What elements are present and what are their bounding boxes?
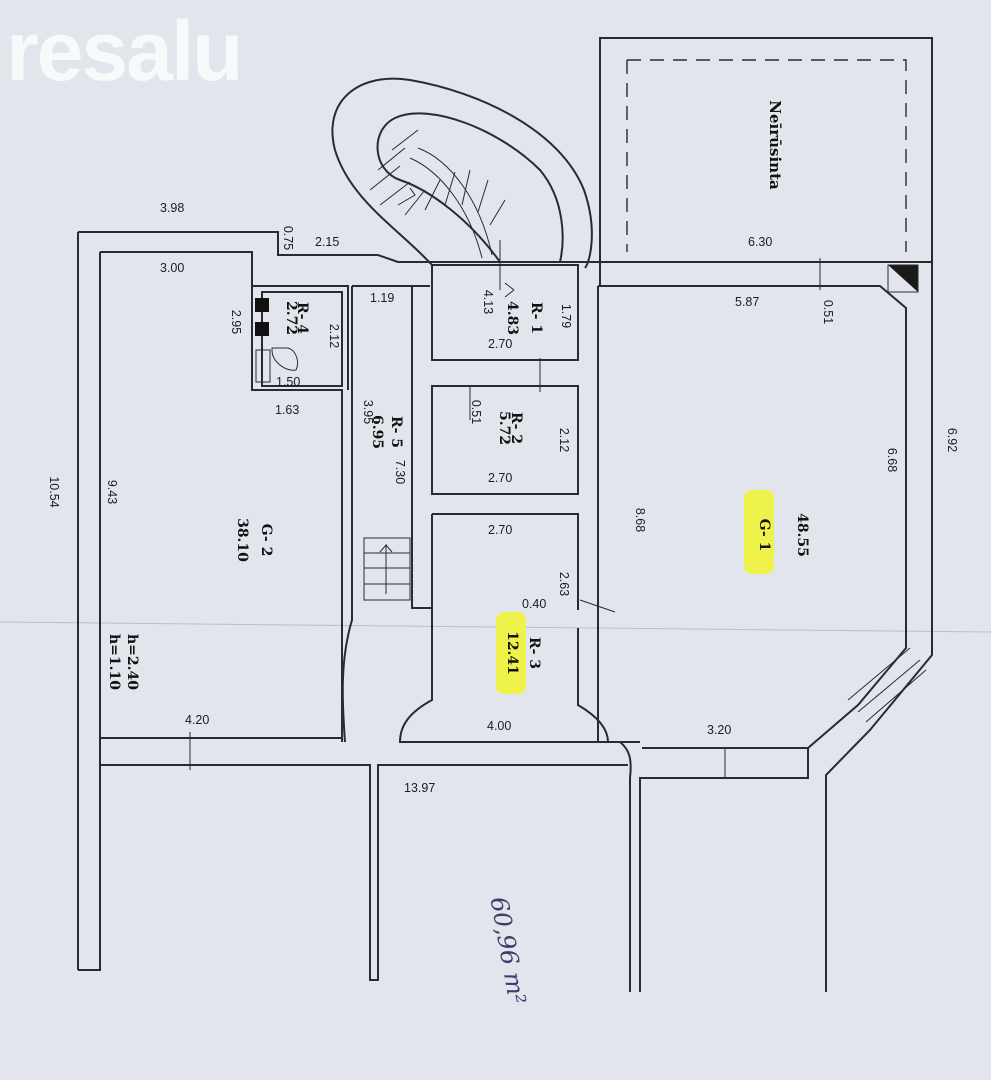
room-r1-code: R- 1	[528, 302, 544, 334]
dim-1-79: 1.79	[559, 304, 573, 328]
dim-0-75: 0.75	[281, 226, 295, 250]
dim-13-97: 13.97	[404, 781, 435, 795]
dim-2-15: 2.15	[315, 235, 339, 249]
room-r2-area: 5.72	[496, 411, 512, 445]
dim-9-43: 9.43	[105, 480, 119, 504]
dim-6-30: 6.30	[748, 235, 772, 249]
room-r3-code: R- 3	[526, 637, 542, 669]
room-g1-code: G- 1	[756, 519, 772, 552]
r5-stairs	[363, 537, 411, 601]
dim-6-68: 6.68	[885, 448, 899, 472]
dim-5-87: 5.87	[735, 295, 759, 309]
dim-8-68: 8.68	[633, 508, 647, 532]
dim-4-00: 4.00	[487, 719, 511, 733]
dim-3-98: 3.98	[160, 201, 184, 215]
dim-0-40: 0.40	[522, 597, 546, 611]
dimension-ticks	[189, 240, 821, 778]
room-r5-area: 6.95	[369, 415, 385, 449]
dim-1-63: 1.63	[275, 403, 299, 417]
room-r3-area: 12.41	[504, 631, 520, 675]
dim-4-13: 4.13	[481, 290, 495, 314]
paper-fold-line	[0, 621, 991, 633]
room-g2-height1: h=2.40	[124, 634, 140, 690]
highlight-r3	[496, 612, 526, 694]
room-g1-area: 48.55	[794, 513, 810, 557]
dim-2-63: 2.63	[557, 572, 571, 596]
room-r2-code: R- 2	[508, 412, 524, 444]
highlight-g1	[744, 490, 774, 574]
room-r1-area: 4.83	[504, 301, 520, 335]
dim-1-50: 1.50	[276, 375, 300, 389]
dim-0-51-r2: 0.51	[469, 400, 483, 424]
room-r4-code: R- 4	[294, 302, 310, 334]
dim-2-95: 2.95	[229, 310, 243, 334]
spiral-stair	[331, 77, 593, 269]
dim-6-92: 6.92	[945, 428, 959, 452]
dim-7-30: 7.30	[393, 460, 407, 484]
room-r4-area: 2.72	[283, 301, 299, 335]
dim-3-95: 3.95	[361, 400, 375, 424]
dim-3-00: 3.00	[160, 261, 184, 275]
building-walls	[77, 231, 933, 992]
dim-3-20: 3.20	[707, 723, 731, 737]
room-r5-code: R- 5	[388, 416, 404, 448]
wc-fixtures	[255, 298, 299, 383]
dim-2-70-r2: 2.70	[488, 471, 512, 485]
dim-2-12-r2: 2.12	[557, 428, 571, 452]
dim-2-12-r4: 2.12	[327, 324, 341, 348]
room-g2-area: 38.10	[234, 518, 250, 562]
room-g2-height2: h=1.10	[106, 634, 122, 690]
logo-text: resalu	[6, 4, 242, 98]
dim-4-20: 4.20	[185, 713, 209, 727]
dim-2-70-r3: 2.70	[488, 523, 512, 537]
room-g2-code: G- 2	[258, 524, 274, 557]
dim-0-51-top: 0.51	[821, 300, 835, 324]
dim-1-19: 1.19	[370, 291, 394, 305]
dim-10-54: 10.54	[47, 476, 61, 507]
dim-2-70-r1: 2.70	[488, 337, 512, 351]
neirusinta-label: Neīrūsinta	[766, 100, 784, 190]
